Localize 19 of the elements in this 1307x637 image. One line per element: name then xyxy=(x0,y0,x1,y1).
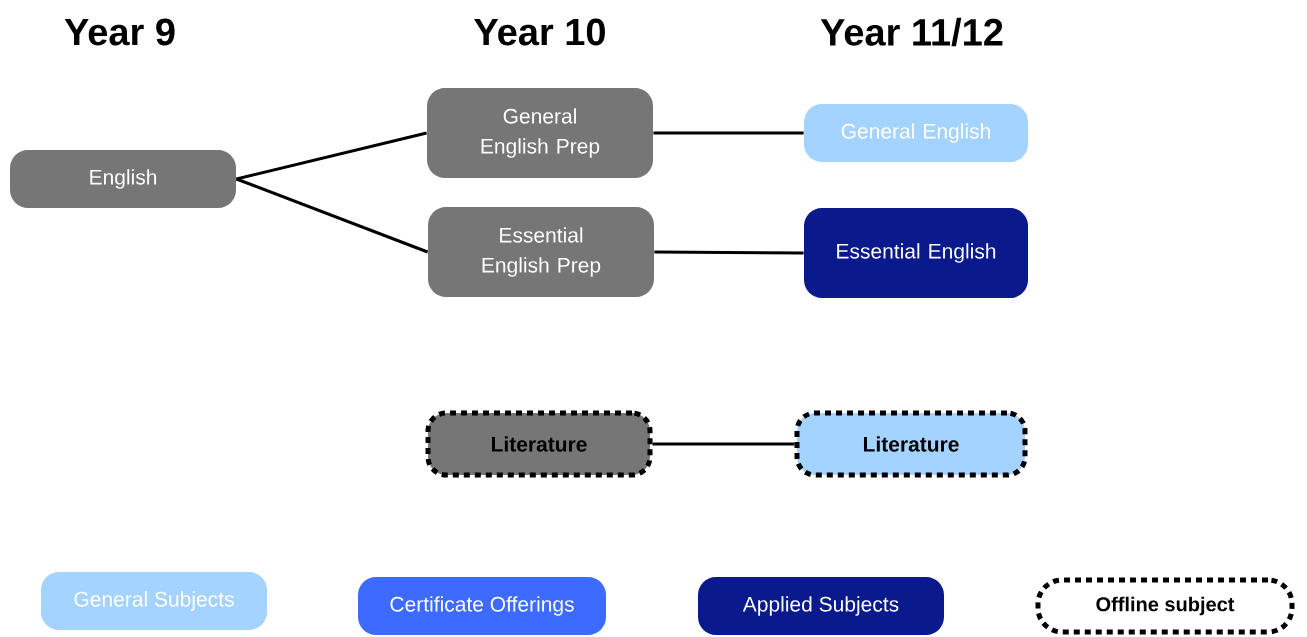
connector-line xyxy=(236,131,427,181)
connector-line xyxy=(654,250,804,255)
legend-key: Applied Subjects xyxy=(698,577,944,635)
subject-box: Literature xyxy=(794,410,1028,478)
subject-box: General English Prep xyxy=(427,88,653,178)
subject-box: General English xyxy=(804,104,1028,162)
connector-line xyxy=(652,442,795,446)
subject-box: Literature xyxy=(425,410,653,478)
column-heading: Year 11/12 xyxy=(820,17,1003,47)
legend-key: General Subjects xyxy=(41,572,267,630)
legend-key: Offline subject xyxy=(1035,577,1295,635)
column-heading: Year 9 xyxy=(64,18,175,46)
subject-box: Essential English xyxy=(804,208,1028,298)
subject-box: Essential English Prep xyxy=(428,207,654,297)
subject-box: English xyxy=(10,150,236,208)
legend-key: Certificate Offerings xyxy=(358,577,606,635)
column-heading: Year 10 xyxy=(474,18,605,46)
connector-line xyxy=(653,131,804,135)
connector-line xyxy=(235,177,429,254)
